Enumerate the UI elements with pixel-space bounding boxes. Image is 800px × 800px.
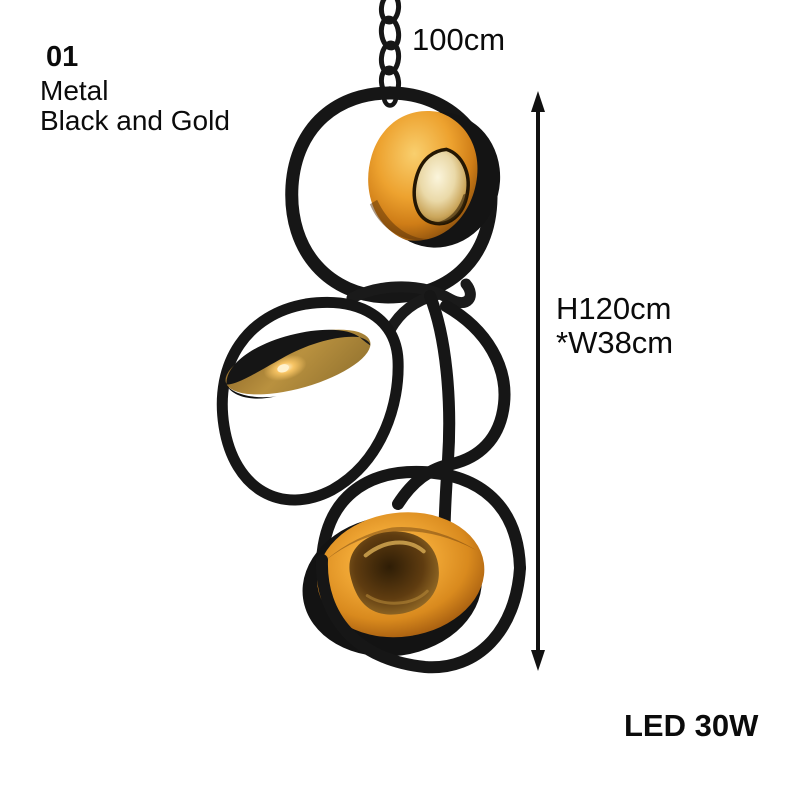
variant-number: 01 xyxy=(46,41,79,73)
size-label: H120cm *W38cm xyxy=(556,292,673,360)
middle-ring xyxy=(216,297,404,506)
height-dimension-arrow xyxy=(531,91,545,671)
top-teardrop-shade xyxy=(368,111,501,248)
height-label: H120cm xyxy=(556,291,672,326)
finish-label: Black and Gold xyxy=(40,105,230,136)
bottom-ring-front xyxy=(315,554,526,674)
bottom-bowl-shade xyxy=(302,512,485,657)
chain-length-label: 100cm xyxy=(412,22,506,57)
wattage-label: LED 30W xyxy=(624,708,759,743)
middle-saucer-shade xyxy=(225,329,371,399)
material-label: Metal xyxy=(40,75,109,106)
width-label: *W38cm xyxy=(556,325,674,360)
